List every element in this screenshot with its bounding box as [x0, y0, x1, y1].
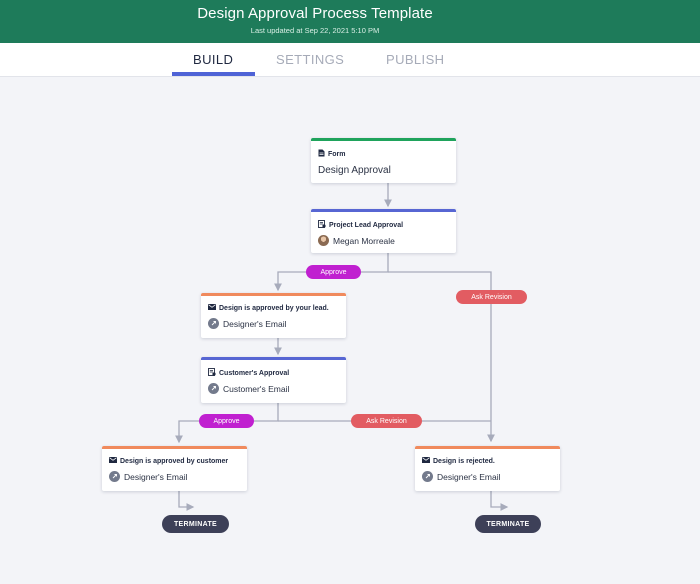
terminate-right[interactable]: TERMINATE — [475, 515, 541, 533]
node-accent-bar — [201, 357, 346, 360]
email-recipient: Designer's Email — [422, 471, 501, 482]
node-accent-bar — [201, 293, 346, 296]
node-form[interactable]: Form Design Approval — [311, 138, 456, 183]
email-recipient: Designer's Email — [109, 471, 188, 482]
node-kind: Form — [318, 149, 346, 159]
branch-ask-revision-customer[interactable]: Ask Revision — [351, 414, 422, 428]
tab-bar: BUILD SETTINGS PUBLISH — [0, 43, 700, 77]
node-kind: Design is approved by customer — [109, 457, 228, 465]
active-tab-indicator — [172, 72, 255, 76]
document-icon — [318, 149, 325, 159]
app-header: Design Approval Process Template Last up… — [0, 0, 700, 43]
link-icon — [208, 318, 219, 329]
connector-lead-to-revision — [388, 271, 495, 443]
node-kind: Project Lead Approval — [318, 220, 403, 230]
node-value: Design Approval — [318, 165, 391, 176]
assignee: Customer's Email — [208, 383, 289, 394]
envelope-icon — [109, 457, 117, 465]
node-accent-bar — [415, 446, 560, 449]
assignee: Megan Morreale — [318, 235, 395, 246]
node-accent-bar — [311, 138, 456, 141]
link-icon — [109, 471, 120, 482]
link-icon — [422, 471, 433, 482]
tab-settings[interactable]: SETTINGS — [276, 52, 345, 67]
node-kind: Design is rejected. — [422, 457, 495, 465]
node-email-approved-by-lead[interactable]: Design is approved by your lead. Designe… — [201, 293, 346, 338]
envelope-icon — [422, 457, 430, 465]
email-recipient: Designer's Email — [208, 318, 287, 329]
approval-form-icon — [208, 368, 216, 378]
node-kind-label: Customer's Approval — [219, 369, 290, 377]
node-accent-bar — [102, 446, 247, 449]
node-kind: Design is approved by your lead. — [208, 304, 329, 312]
assignee-label: Customer's Email — [223, 383, 290, 394]
tab-build[interactable]: BUILD — [193, 52, 234, 67]
node-email-approved-by-customer[interactable]: Design is approved by customer Designer'… — [102, 446, 247, 491]
terminate-left[interactable]: TERMINATE — [162, 515, 229, 533]
approval-form-icon — [318, 220, 326, 230]
assignee-name: Megan Morreale — [333, 235, 395, 246]
branch-approve-customer[interactable]: Approve — [199, 414, 254, 428]
avatar — [318, 235, 329, 246]
envelope-icon — [208, 304, 216, 312]
node-email-rejected[interactable]: Design is rejected. Designer's Email — [415, 446, 560, 491]
page-title: Design Approval Process Template — [197, 5, 433, 22]
last-updated-text: Last updated at Sep 22, 2021 5:10 PM — [250, 26, 380, 35]
recipient-label: Designer's Email — [124, 471, 188, 482]
node-kind-label: Form — [328, 150, 346, 158]
branch-approve-lead[interactable]: Approve — [306, 265, 361, 279]
branch-ask-revision-lead[interactable]: Ask Revision — [456, 290, 527, 304]
node-kind-label: Design is rejected. — [433, 457, 495, 465]
node-accent-bar — [311, 209, 456, 212]
tab-publish[interactable]: PUBLISH — [386, 52, 445, 67]
node-kind-label: Project Lead Approval — [329, 221, 404, 229]
connector-to-terminate-left — [178, 491, 195, 511]
connector-to-terminate-right — [490, 491, 509, 511]
recipient-label: Designer's Email — [223, 318, 287, 329]
node-customer-approval[interactable]: Customer's Approval Customer's Email — [201, 357, 346, 403]
node-kind-label: Design is approved by your lead. — [219, 304, 329, 312]
node-kind: Customer's Approval — [208, 368, 289, 378]
link-icon — [208, 383, 219, 394]
node-project-lead-approval[interactable]: Project Lead Approval Megan Morreale — [311, 209, 456, 253]
node-kind-label: Design is approved by customer — [120, 457, 229, 465]
recipient-label: Designer's Email — [437, 471, 501, 482]
